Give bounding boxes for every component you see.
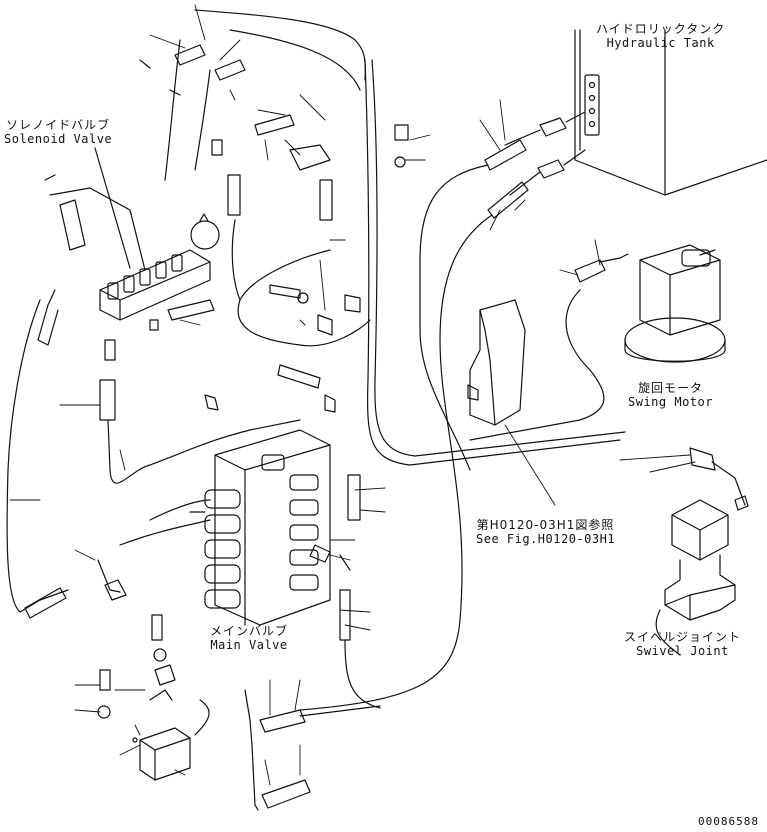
swing-motor-label-en: Swing Motor [628,395,713,409]
swivel-joint-label-en: Swivel Joint [636,644,729,658]
swing-motor [574,244,726,363]
solenoid-valve-label-en: Solenoid Valve [4,132,113,146]
long-hoses [164,9,626,711]
swing-motor-label: 旋回モータ Swing Motor [628,381,713,409]
hydraulic-tank [574,29,767,196]
swivel-joint-label: スイベルジョイント Swivel Joint [624,630,741,658]
solenoid-valve [99,213,220,321]
swing-motor-label-jp: 旋回モータ [637,381,703,395]
main-valve [119,429,331,626]
reference-bracket [467,299,526,426]
main-valve-label-en: Main Valve [210,638,288,652]
hydraulic-tank-label-jp: ハイドロリックタンク [596,22,726,36]
bottom-hoses [244,589,381,811]
reference-label-jp: 第H0120-03H1図参照 [476,518,615,532]
document-number: 00086588 [698,815,759,828]
main-valve-label-jp: メインバルブ [210,624,289,638]
tank-return-fittings [484,111,586,219]
swivel-joint [655,447,749,656]
solenoid-leaders [49,147,146,271]
lower-solenoid-assembly [97,614,210,781]
leader-lines [9,4,696,786]
reference-label: 第H0120-03H1図参照 See Fig.H0120-03H1 [476,518,615,546]
swivel-joint-label-jp: スイベルジョイント [624,630,742,644]
hydraulic-tank-label: ハイドロリックタンク Hydraulic Tank [596,22,725,50]
solenoid-valve-label-jp: ソレノイドバルブ [6,118,111,132]
reference-label-en: See Fig.H0120-03H1 [476,532,616,546]
hydraulic-tank-label-en: Hydraulic Tank [606,36,715,50]
left-hoses [6,174,301,619]
misc-fittings [104,44,409,571]
main-valve-label: メインバルブ Main Valve [210,624,288,652]
solenoid-valve-label: ソレノイドバルブ Solenoid Valve [4,118,112,146]
